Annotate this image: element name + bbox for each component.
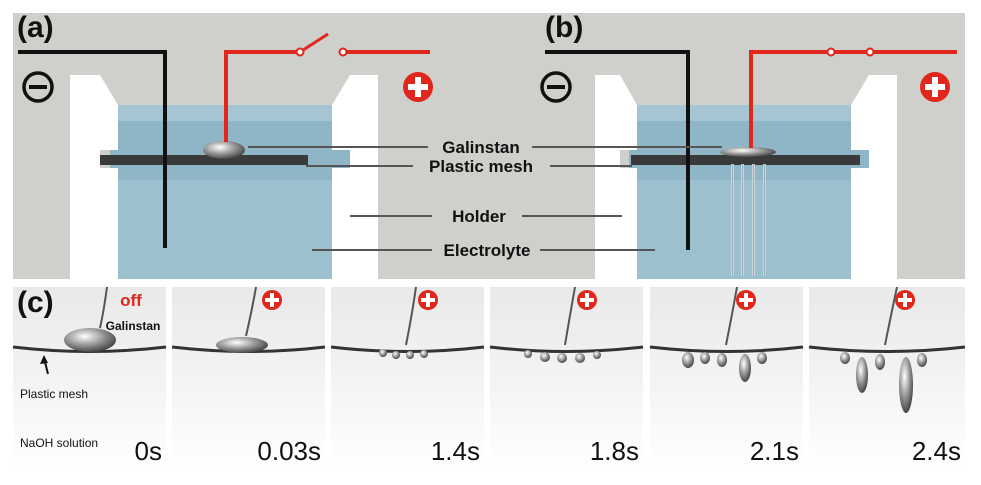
holder-callout: Holder	[452, 207, 506, 226]
plastic-mesh-b	[631, 155, 860, 165]
mesh-line	[808, 345, 966, 353]
mesh-line	[649, 345, 804, 353]
negative-wire-a	[18, 50, 167, 248]
droplet	[739, 354, 751, 382]
droplet	[875, 354, 885, 370]
plus-icon	[895, 290, 915, 310]
electrode-wire	[99, 286, 108, 329]
mesh-line	[330, 345, 485, 353]
droplet	[856, 357, 868, 393]
holder-top-rim-b	[637, 105, 851, 121]
frame-1.8s: 1.8s	[489, 286, 644, 468]
droplet	[717, 353, 727, 367]
electrolyte-a-lower	[118, 180, 336, 279]
switch-contact-right-a	[338, 47, 348, 57]
time-label: 1.8s	[590, 436, 639, 466]
frame-background	[13, 287, 166, 468]
droplet	[575, 353, 585, 363]
frame-background	[331, 287, 484, 468]
frame-2.1s: 2.1s	[649, 286, 804, 468]
negative-wire-b	[545, 50, 690, 250]
droplet	[593, 351, 601, 359]
galinstan-drop-a	[203, 141, 245, 159]
panel-a	[18, 32, 433, 279]
positive-wire-a	[224, 50, 300, 142]
frame-background	[809, 287, 965, 468]
droplet	[917, 353, 927, 367]
holder-right-b	[851, 75, 897, 279]
holder-left-b	[595, 75, 637, 279]
plus-icon	[577, 290, 597, 310]
switch-contact-left-a	[295, 47, 305, 57]
plus-icon	[920, 72, 950, 102]
droplet	[700, 352, 710, 364]
frame-background	[172, 287, 325, 468]
time-label: 2.4s	[912, 436, 961, 466]
solution-label: NaOH solution	[20, 436, 98, 450]
time-label: 2.1s	[750, 436, 799, 466]
galinstan-label: Galinstan	[106, 319, 161, 333]
switch-contact-right-b	[865, 47, 875, 57]
strip-c: off Galinstan Plastic mesh NaOH solution…	[12, 286, 966, 468]
stream-1	[731, 164, 734, 276]
droplet	[420, 350, 428, 358]
frame-2.4s: 2.4s	[808, 286, 966, 468]
panel-b-label: (b)	[545, 11, 583, 44]
plus-icon	[403, 72, 433, 102]
panel-b	[540, 47, 957, 279]
frame-0s: off Galinstan Plastic mesh NaOH solution…	[12, 286, 167, 468]
droplet	[379, 349, 387, 357]
droplet	[682, 352, 694, 368]
mesh-line	[489, 345, 644, 353]
droplet	[899, 357, 913, 413]
panel-a-label: (a)	[17, 11, 54, 44]
electrolyte-b-lower	[637, 180, 855, 279]
droplet	[540, 352, 550, 362]
electrode-wire	[405, 286, 417, 346]
holder-left-a	[70, 75, 118, 279]
droplet	[757, 352, 767, 364]
stream-3	[752, 164, 755, 276]
switch-lever-a	[299, 32, 329, 54]
droplet	[524, 350, 532, 358]
minus-icon	[540, 71, 572, 103]
frame-background	[650, 287, 803, 468]
droplet	[392, 351, 400, 359]
stream-2	[741, 164, 744, 276]
plastic-mesh-label: Plastic mesh	[20, 387, 88, 401]
frame-1.4s: 1.4s	[330, 286, 485, 468]
electrolyte-callout: Electrolyte	[444, 241, 531, 260]
holder-right-a	[332, 75, 378, 279]
off-label: off	[120, 291, 142, 310]
plus-icon	[418, 290, 438, 310]
stream-4	[763, 164, 766, 276]
time-label: 0.03s	[257, 436, 321, 466]
arrow-head-icon	[40, 355, 48, 364]
time-label: 1.4s	[431, 436, 480, 466]
frame-0.03s: 0.03s	[171, 286, 326, 468]
callouts: Galinstan Plastic mesh Holder Electrolyt…	[248, 138, 722, 260]
galinstan-drop	[216, 337, 268, 353]
galinstan-film-b	[720, 147, 776, 157]
electrode-wire	[564, 286, 576, 346]
positive-wire-b	[749, 50, 957, 148]
droplet	[557, 353, 567, 363]
droplet	[840, 352, 850, 364]
plus-icon	[736, 290, 756, 310]
electrode-wire	[884, 286, 898, 346]
plastic-mesh-a	[100, 155, 308, 165]
galinstan-callout: Galinstan	[442, 138, 519, 157]
droplet	[406, 351, 414, 359]
plus-icon	[262, 290, 282, 310]
time-label: 0s	[135, 436, 162, 466]
galinstan-drop	[64, 328, 116, 352]
switch-contact-left-b	[826, 47, 836, 57]
plastic-mesh-callout: Plastic mesh	[429, 157, 533, 176]
electrode-wire	[725, 286, 738, 346]
minus-icon	[22, 71, 54, 103]
electrode-wire	[245, 286, 257, 337]
panel-c-label: (c)	[17, 286, 54, 319]
frame-background	[490, 287, 643, 468]
